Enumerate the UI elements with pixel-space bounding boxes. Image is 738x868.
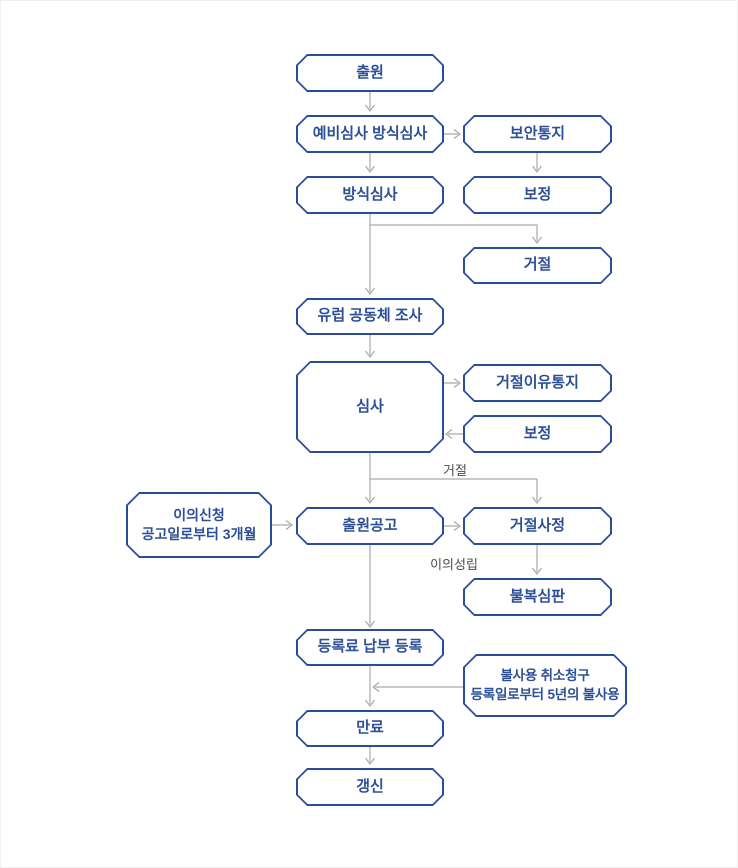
node-nonuse-cancellation-line2: 등록일로부터 5년의 불사용 bbox=[470, 686, 620, 702]
node-opposition-line2: 공고일로부터 3개월 bbox=[141, 526, 257, 542]
node-formality-examination: 방식심사 bbox=[296, 176, 444, 214]
node-security-notice: 보안통지 bbox=[463, 115, 612, 153]
arrow-publication-to-rejection-decision bbox=[444, 521, 461, 531]
node-opposition-label: 이의신청 공고일로부터 3개월 bbox=[142, 506, 257, 544]
node-renewal: 갱신 bbox=[296, 768, 444, 806]
node-security-notice-label: 보안통지 bbox=[509, 124, 566, 142]
arrow-opposition-to-publication bbox=[272, 520, 293, 530]
node-nonuse-cancellation: 불사용 취소청구 등록일로부터 5년의 불사용 bbox=[463, 654, 627, 717]
node-examination-label: 심사 bbox=[356, 397, 384, 415]
node-opposition-line1: 이의신청 bbox=[173, 507, 225, 524]
arrow-formality-to-eu-search bbox=[365, 225, 375, 295]
arrow-registration-to-expiration bbox=[365, 666, 375, 707]
arrow-preliminary-to-formality bbox=[365, 153, 375, 173]
edge-label-rejection: 거절 bbox=[443, 463, 467, 478]
node-preliminary-examination: 예비심사 방식심사 bbox=[296, 115, 444, 153]
node-application-label: 출원 bbox=[356, 63, 384, 81]
node-publication-label: 출원공고 bbox=[342, 516, 398, 534]
node-rejection: 거절 bbox=[463, 247, 612, 284]
node-appeal-trial-label: 불복심판 bbox=[509, 587, 566, 605]
arrow-formality-to-rejection bbox=[369, 214, 542, 244]
node-amendment-1-label: 보정 bbox=[523, 185, 552, 203]
node-expiration-label: 만료 bbox=[356, 719, 384, 737]
arrow-application-to-preliminary bbox=[365, 92, 375, 112]
arrow-eu-search-to-examination bbox=[365, 335, 375, 358]
node-nonuse-cancellation-line1: 불사용 취소청구 bbox=[500, 668, 590, 684]
node-publication: 출원공고 bbox=[296, 507, 444, 545]
node-amendment-2-label: 보정 bbox=[523, 424, 552, 442]
node-expiration: 만료 bbox=[296, 710, 444, 747]
node-registration-label: 등록료 납부 등록 bbox=[317, 638, 423, 656]
node-opposition: 이의신청 공고일로부터 3개월 bbox=[126, 492, 272, 558]
node-formality-examination-label: 방식심사 bbox=[342, 185, 398, 203]
node-renewal-label: 갱신 bbox=[356, 777, 384, 795]
node-application: 출원 bbox=[296, 54, 444, 92]
node-registration: 등록료 납부 등록 bbox=[296, 629, 444, 666]
node-rejection-decision: 거절사정 bbox=[463, 507, 612, 545]
edge-label-opposition-established: 이의성립 bbox=[430, 557, 478, 572]
node-amendment-1: 보정 bbox=[463, 176, 612, 214]
arrow-nonuse-to-line bbox=[372, 682, 463, 692]
arrow-publication-to-registration bbox=[365, 545, 375, 628]
arrow-examination-to-rejection-reason bbox=[444, 378, 461, 388]
node-eu-community-search-label: 유럽 공동체 조사 bbox=[317, 307, 423, 325]
arrow-rejection-decision-to-appeal bbox=[532, 545, 542, 575]
node-eu-community-search: 유럽 공동체 조사 bbox=[296, 298, 444, 335]
arrow-security-notice-to-amendment bbox=[532, 153, 542, 173]
node-rejection-label: 거절 bbox=[523, 256, 552, 274]
node-preliminary-examination-label: 예비심사 방식심사 bbox=[312, 124, 428, 142]
node-rejection-reason-notice: 거절이유통지 bbox=[463, 364, 612, 402]
node-amendment-2: 보정 bbox=[463, 415, 612, 453]
node-rejection-reason-notice-label: 거절이유통지 bbox=[496, 373, 579, 391]
arrow-expiration-to-renewal bbox=[365, 747, 375, 765]
node-nonuse-cancellation-label: 불사용 취소청구 등록일로부터 5년의 불사용 bbox=[471, 667, 620, 703]
node-examination: 심사 bbox=[296, 361, 444, 453]
arrow-preliminary-to-security-notice bbox=[444, 129, 461, 139]
arrow-amendment2-to-examination bbox=[445, 429, 463, 439]
node-appeal-trial: 불복심판 bbox=[463, 578, 612, 616]
node-rejection-decision-label: 거절사정 bbox=[509, 516, 566, 534]
arrow-examination-branch bbox=[365, 453, 542, 504]
